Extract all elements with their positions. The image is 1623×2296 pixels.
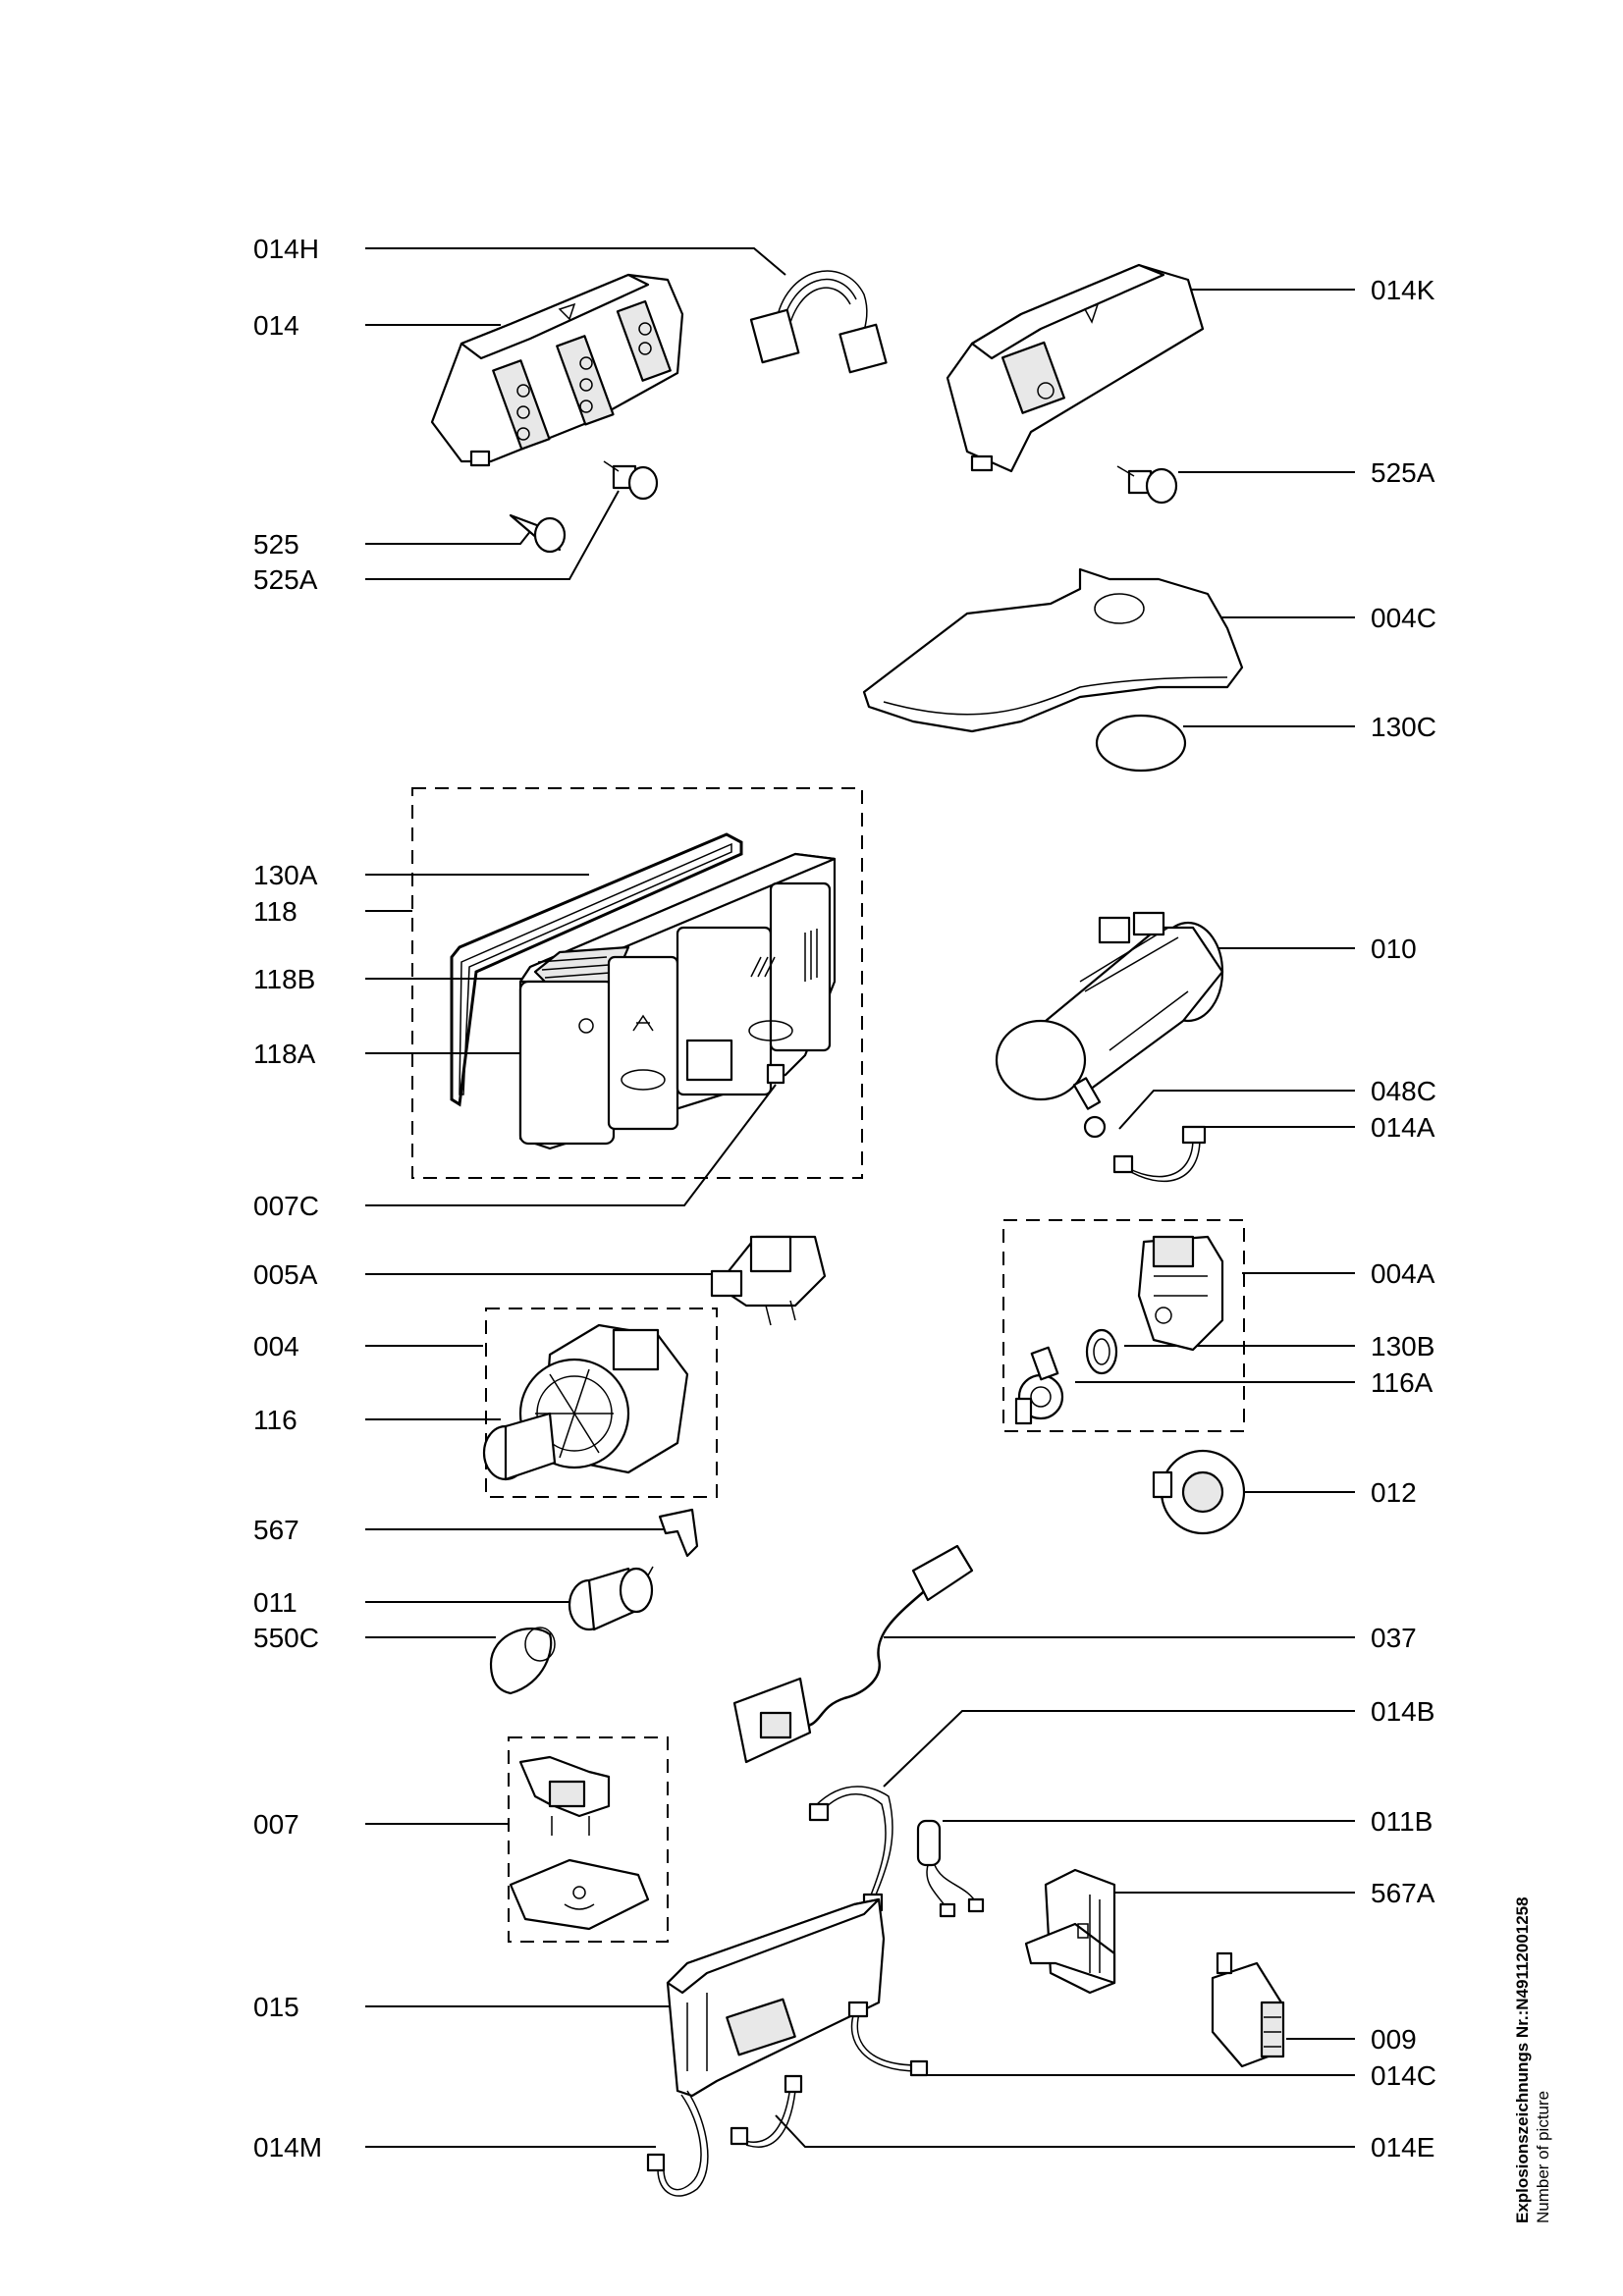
part-label: 007	[253, 1809, 299, 1840]
cap-550c	[489, 1627, 556, 1695]
motor-011	[568, 1566, 654, 1631]
pressure-switch-004a	[1137, 1235, 1224, 1352]
harness-014e	[730, 2074, 803, 2148]
capacitor-011b	[916, 1819, 985, 1918]
harness-014b	[808, 1786, 893, 1912]
group-box-118	[411, 787, 863, 1179]
knob-525a-right	[1116, 465, 1178, 505]
pump-004	[482, 1323, 689, 1481]
part-label: 014K	[1371, 275, 1435, 305]
part-label: 004C	[1371, 603, 1436, 633]
wiring-harness-014h	[749, 270, 888, 374]
part-label: 525A	[1371, 457, 1435, 488]
mains-cable-037	[732, 1544, 974, 1764]
heater-010	[995, 911, 1224, 1101]
part-label: 014M	[253, 2132, 323, 2163]
part-label: 014	[253, 310, 299, 341]
part-label: 009	[1371, 2024, 1417, 2055]
sensor-048c	[1072, 1077, 1107, 1139]
part-label: 010	[1371, 934, 1417, 964]
cover-004c	[862, 567, 1244, 733]
part-label: 014E	[1371, 2132, 1435, 2163]
part-label: 116	[253, 1405, 298, 1435]
seal-ring-130c	[1095, 714, 1187, 773]
harness-014m	[646, 2090, 709, 2197]
knob-525	[509, 513, 567, 554]
leader-lines-right	[775, 289, 1355, 2148]
part-label: 116A	[1371, 1367, 1434, 1398]
part-label: 014B	[1371, 1696, 1435, 1727]
seal-130b	[1085, 1328, 1118, 1375]
part-label: 118	[253, 896, 298, 927]
part-label: 118A	[253, 1039, 316, 1069]
part-label: 014C	[1371, 2060, 1436, 2091]
part-label: 130B	[1371, 1331, 1435, 1362]
part-label: 048C	[1371, 1076, 1436, 1106]
picture-caption: Number of picture	[1534, 2090, 1552, 2223]
part-label: 011	[253, 1587, 298, 1618]
part-label: 005A	[253, 1259, 318, 1290]
part-label: 567	[253, 1515, 299, 1545]
harness-014a	[1112, 1125, 1207, 1183]
control-module-014	[430, 273, 684, 467]
drawing-number: Explosionszeichnungs Nr.:N49112001258	[1513, 1896, 1532, 2223]
housing-015	[666, 1897, 886, 2098]
part-label: 004A	[1371, 1258, 1435, 1289]
part-label: 525	[253, 529, 299, 560]
part-label: 014A	[1371, 1112, 1435, 1143]
part-label: 037	[1371, 1623, 1417, 1653]
part-label: 130A	[253, 860, 318, 890]
bracket-567a	[1024, 1868, 1116, 1995]
group-box-004a	[1002, 1219, 1245, 1432]
pressure-switch-012	[1152, 1449, 1246, 1535]
part-label: 014H	[253, 234, 319, 264]
part-label: 525A	[253, 564, 318, 595]
group-box-007	[508, 1736, 669, 1943]
pump-bracket-567	[658, 1508, 699, 1558]
knob-525a-left	[603, 460, 659, 501]
part-label: 118B	[253, 964, 316, 994]
control-module-014k	[946, 263, 1205, 473]
clip-007c	[766, 1063, 785, 1085]
float-switch-007	[509, 1755, 650, 1931]
part-label: 130C	[1371, 712, 1436, 742]
dispenser-118	[450, 832, 837, 1150]
part-label: 004	[253, 1331, 299, 1362]
part-label: 007C	[253, 1191, 319, 1221]
drawing-number-caption: Explosionszeichnungs Nr.:N49112001258 Nu…	[1512, 1896, 1553, 2223]
valve-116a	[1014, 1346, 1064, 1425]
part-label: 015	[253, 1992, 299, 2022]
group-box-004	[485, 1308, 718, 1498]
part-label: 012	[1371, 1477, 1417, 1508]
harness-014c	[847, 2001, 929, 2077]
part-label: 550C	[253, 1623, 319, 1653]
filter-009	[1211, 1951, 1285, 2068]
part-label: 011B	[1371, 1806, 1434, 1837]
part-label: 567A	[1371, 1878, 1435, 1908]
valve-005a	[710, 1235, 827, 1326]
